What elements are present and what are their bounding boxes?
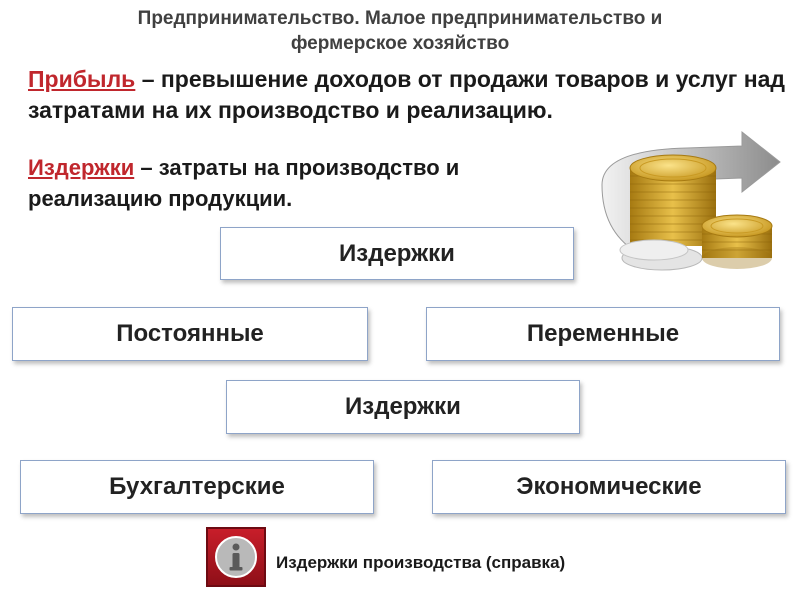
info-icon[interactable] (206, 527, 266, 587)
profit-term: Прибыль (28, 66, 136, 92)
costs-box-bottom-label: Издержки (345, 393, 461, 420)
info-icon-glyph (215, 536, 257, 578)
accounting-costs-box: Бухгалтерские (20, 460, 374, 514)
costs-box-bottom: Издержки (226, 380, 580, 434)
slide-title-line-2: фермерское хозяйство (290, 33, 510, 54)
economic-costs-box: Экономические (432, 460, 786, 514)
reference-link[interactable]: Издержки производства (справка) (276, 553, 566, 572)
profit-definition-text: – превышение доходов от продажи товаров … (28, 66, 786, 123)
coin-stack-image (601, 130, 781, 271)
variable-costs-box: Переменные (426, 307, 780, 361)
costs-term: Издержки (28, 155, 135, 180)
slide-title: Предпринимательство. Малое предпринимате… (0, 6, 800, 56)
costs-definition-text: – затраты на производство и реализацию п… (28, 155, 460, 211)
fixed-costs-box: Постоянные (12, 307, 368, 361)
slide-title-line-1: Предпринимательство. Малое предпринимате… (137, 8, 663, 29)
costs-box-top-label: Издержки (339, 239, 455, 267)
profit-definition: Прибыль – превышение доходов от продажи … (28, 64, 788, 126)
variable-costs-label: Переменные (526, 320, 680, 347)
costs-definition: Издержки – затраты на производство и реа… (28, 152, 568, 214)
accounting-costs-label: Бухгалтерские (109, 473, 285, 500)
fixed-costs-label: Постоянные (116, 320, 264, 347)
costs-box-top: Издержки (220, 227, 574, 280)
economic-costs-label: Экономические (516, 473, 702, 500)
